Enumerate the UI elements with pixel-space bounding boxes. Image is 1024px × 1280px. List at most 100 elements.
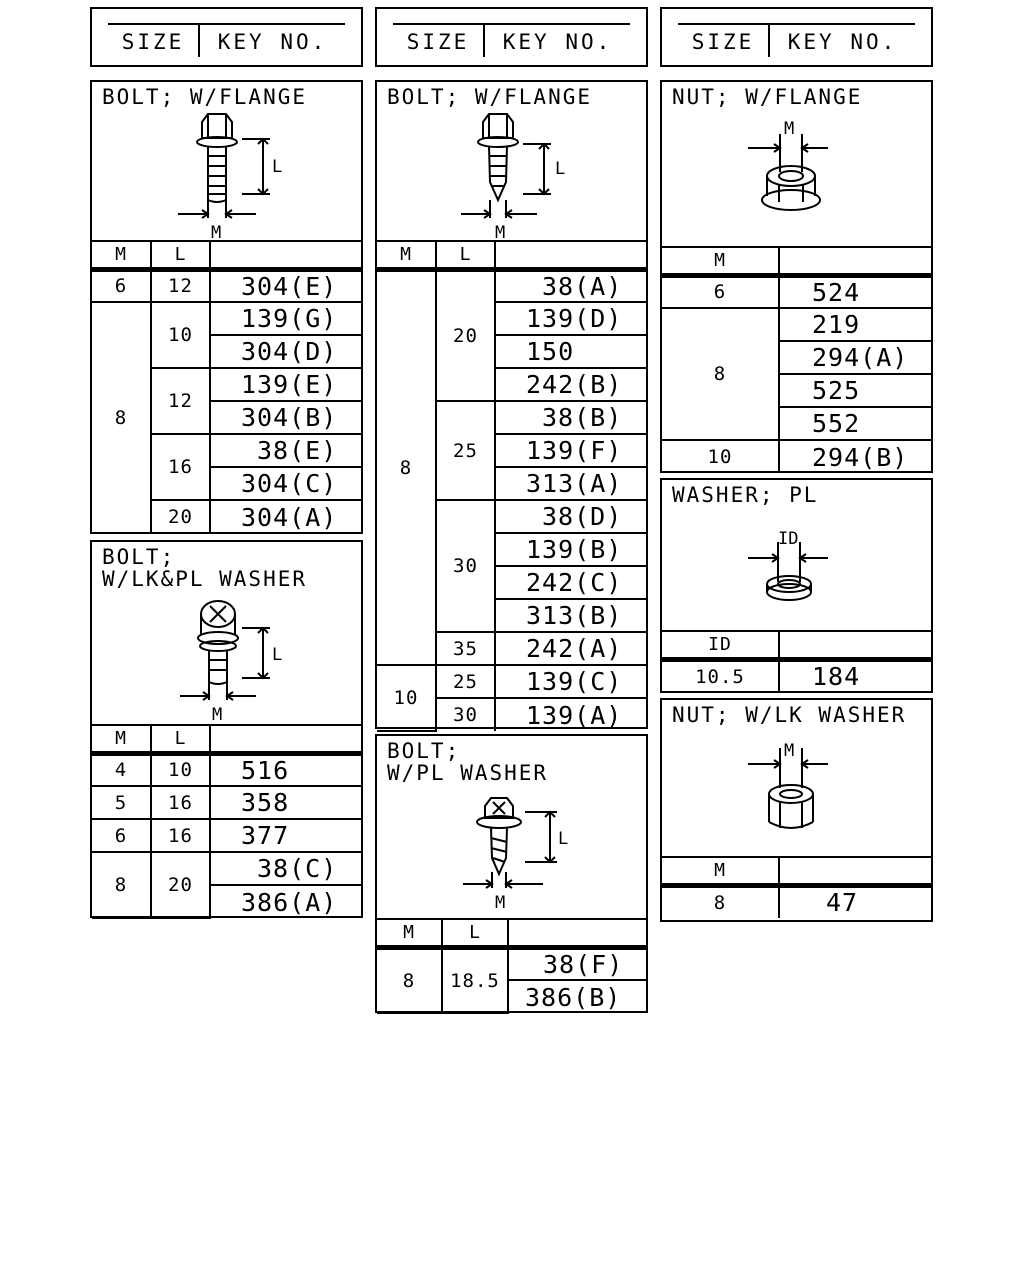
dim-l-label: L bbox=[558, 829, 568, 849]
cell-key: 38(A) bbox=[494, 268, 646, 303]
dim-l-label: L bbox=[272, 645, 282, 665]
cell-l: 30 bbox=[436, 697, 496, 731]
flange-nut-drawing: M bbox=[748, 119, 828, 211]
col-key-header bbox=[778, 856, 931, 888]
col-key-header bbox=[778, 630, 931, 662]
pl-washer-bolt-drawing: L M bbox=[463, 797, 568, 913]
cell-key: 552 bbox=[779, 406, 931, 441]
cell-key: 242(C) bbox=[495, 565, 646, 600]
section-title: BOLT; W/FLANGE bbox=[102, 85, 308, 109]
cell-m: 4 bbox=[92, 752, 152, 787]
cell-m: 6 bbox=[662, 274, 780, 309]
col-id-header: ID bbox=[662, 630, 780, 662]
cell-key: 386(B) bbox=[508, 979, 646, 1013]
cell-l: 20 bbox=[150, 851, 211, 919]
cell-key: 38(B) bbox=[494, 400, 646, 435]
lk-pl-washer-bolt-drawing: L M bbox=[180, 600, 282, 725]
cell-key: 139(F) bbox=[495, 433, 646, 468]
cell-l: 16 bbox=[150, 818, 211, 853]
cell-key: 139(G) bbox=[209, 301, 361, 336]
size-label: SIZE bbox=[691, 30, 755, 54]
cell-key: 304(D) bbox=[210, 334, 361, 369]
cell-key: 139(C) bbox=[494, 664, 646, 699]
key-no-label: KEY NO. bbox=[787, 30, 898, 54]
cell-key: 386(A) bbox=[210, 884, 361, 918]
dim-l-label: L bbox=[555, 159, 565, 179]
cell-key: 304(B) bbox=[210, 400, 361, 435]
col-m-header: M bbox=[92, 724, 152, 756]
cell-key: 38(D) bbox=[494, 499, 646, 534]
cell-m: 8 bbox=[662, 884, 780, 918]
dim-id-label: ID bbox=[778, 529, 798, 549]
cell-key: 304(E) bbox=[209, 268, 361, 303]
col-l-header: L bbox=[150, 240, 211, 272]
cell-m: 10 bbox=[662, 439, 780, 473]
cell-m: 5 bbox=[92, 785, 152, 820]
cell-key: 313(A) bbox=[495, 466, 646, 501]
cell-key: 139(B) bbox=[495, 532, 646, 567]
col-key-header bbox=[209, 240, 361, 272]
col-m-header: M bbox=[92, 240, 152, 272]
cell-key: 377 bbox=[209, 818, 361, 853]
cell-key: 524 bbox=[778, 274, 931, 309]
section-title: NUT; W/LK WASHER bbox=[672, 703, 907, 727]
cell-l: 20 bbox=[151, 499, 211, 533]
cell-key: 150 bbox=[495, 334, 646, 369]
size-label: SIZE bbox=[406, 30, 470, 54]
cell-m: 8 bbox=[662, 307, 780, 441]
cell-l: 10 bbox=[150, 752, 211, 787]
cell-key: 184 bbox=[778, 658, 931, 692]
col-m-header: M bbox=[377, 918, 443, 950]
size-label: SIZE bbox=[121, 30, 185, 54]
cell-m: 8 bbox=[377, 268, 437, 666]
cell-l: 12 bbox=[150, 268, 211, 303]
dim-m-label: M bbox=[495, 223, 505, 242]
col-m-header: M bbox=[662, 856, 780, 888]
cell-key: 38(E) bbox=[209, 433, 361, 468]
cell-key: 304(A) bbox=[209, 499, 361, 533]
section-title: BOLT; W/FLANGE bbox=[387, 85, 593, 109]
cell-key: 294(B) bbox=[778, 439, 931, 473]
lock-washer-nut-drawing: M bbox=[748, 741, 828, 829]
cell-key: 242(A) bbox=[494, 631, 646, 666]
cell-key: 516 bbox=[209, 752, 361, 787]
cell-key: 358 bbox=[209, 785, 361, 820]
cell-key: 304(C) bbox=[210, 466, 361, 501]
key-no-label: KEY NO. bbox=[502, 30, 613, 54]
cell-l: 16 bbox=[151, 433, 211, 501]
section-title: NUT; W/FLANGE bbox=[672, 85, 863, 109]
dim-m-label: M bbox=[212, 705, 222, 725]
header-box-2: SIZE KEY NO. bbox=[375, 7, 648, 67]
plain-washer-drawing: ID bbox=[748, 529, 828, 601]
cell-l: 25 bbox=[435, 664, 496, 699]
flange-bolt-drawing: L M bbox=[461, 113, 565, 242]
cell-l: 20 bbox=[435, 268, 496, 402]
cell-key: 525 bbox=[779, 373, 931, 408]
section-title: BOLT; W/PL WASHER bbox=[387, 739, 549, 785]
cell-m: 10 bbox=[377, 664, 437, 732]
col-key-header bbox=[778, 246, 931, 278]
header-box-3: SIZE KEY NO. bbox=[660, 7, 933, 67]
cell-l: 18.5 bbox=[441, 946, 509, 1014]
col-key-header bbox=[209, 724, 361, 756]
dim-m-label: M bbox=[784, 741, 794, 761]
cell-m: 8 bbox=[377, 946, 443, 1014]
dim-m-label: M bbox=[211, 223, 221, 242]
dim-l-label: L bbox=[272, 157, 282, 177]
cell-key: 294(A) bbox=[779, 340, 931, 375]
cell-l: 25 bbox=[436, 400, 496, 501]
col-key-header bbox=[507, 918, 646, 950]
dim-m-label: M bbox=[495, 893, 505, 913]
col-m-header: M bbox=[377, 240, 437, 272]
cell-m: 6 bbox=[92, 818, 152, 853]
